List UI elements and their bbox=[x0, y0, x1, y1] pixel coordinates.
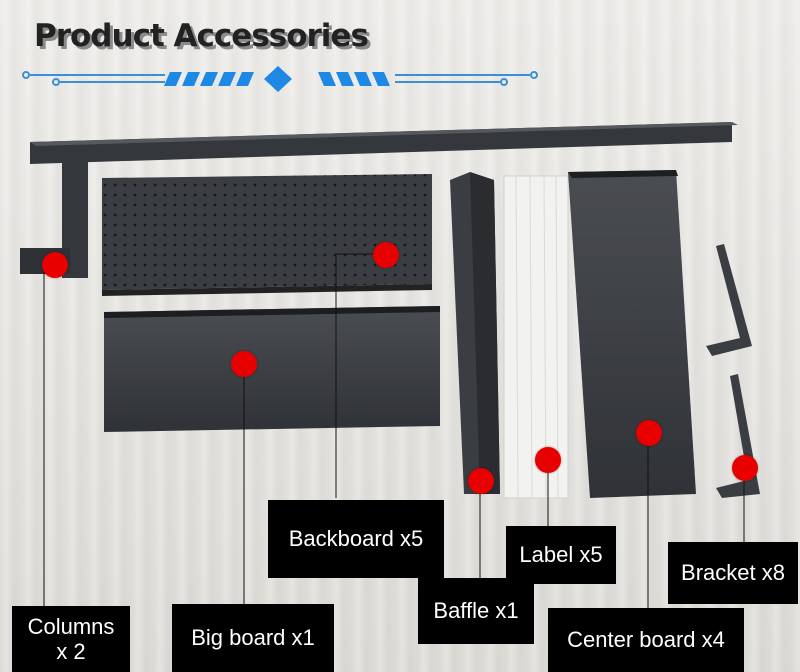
marker-big-board bbox=[231, 351, 257, 377]
bracket-label: Bracket x8 bbox=[668, 542, 798, 604]
marker-label bbox=[535, 447, 561, 473]
marker-bracket bbox=[732, 455, 758, 481]
columns-label: Columns x 2 bbox=[12, 606, 130, 672]
big-board-part bbox=[104, 306, 440, 432]
center-board-part bbox=[568, 170, 696, 498]
marker-baffle bbox=[468, 468, 494, 494]
circuit-decoration bbox=[22, 66, 538, 92]
page-title: Product Accessories bbox=[34, 18, 369, 54]
big-board-label: Big board x1 bbox=[172, 604, 334, 672]
marker-center-board bbox=[636, 420, 662, 446]
marker-columns bbox=[42, 252, 68, 278]
marker-backboard bbox=[373, 242, 399, 268]
center-board-label: Center board x4 bbox=[548, 608, 744, 672]
label-label: Label x5 bbox=[506, 526, 616, 584]
backboard-label: Backboard x5 bbox=[268, 500, 444, 578]
label-strips-part bbox=[503, 175, 569, 499]
baffle-part bbox=[450, 172, 500, 494]
baffle-label: Baffle x1 bbox=[418, 578, 534, 644]
backboard-part bbox=[102, 174, 432, 296]
